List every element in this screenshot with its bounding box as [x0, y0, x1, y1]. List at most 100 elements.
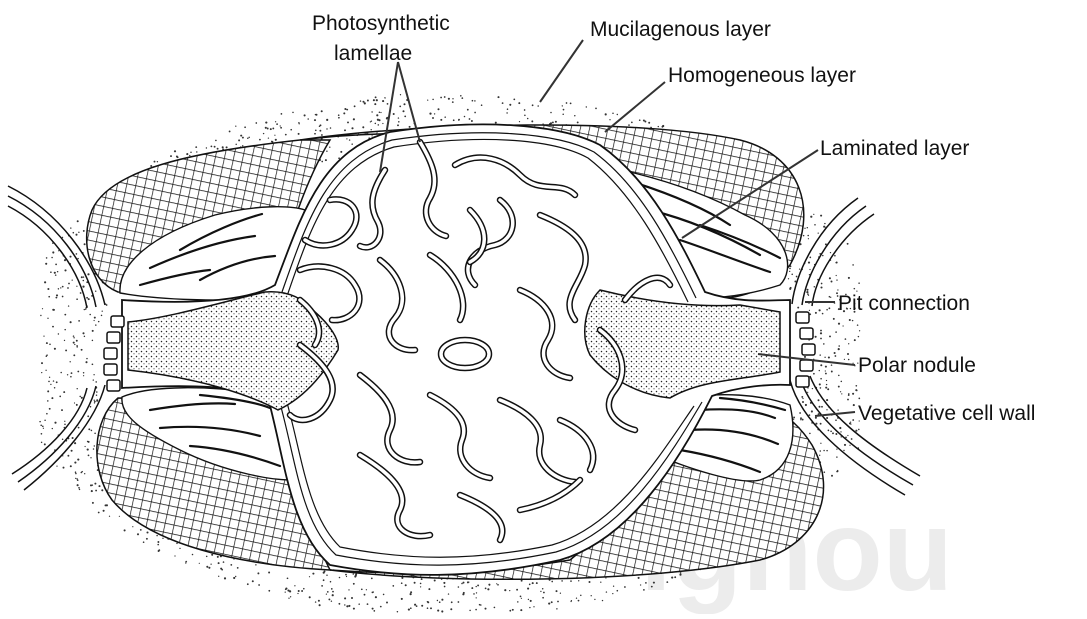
stipple-dot	[373, 99, 375, 101]
stipple-dot	[580, 595, 581, 596]
stipple-dot	[371, 129, 372, 130]
stipple-dot	[50, 271, 52, 273]
stipple-dot	[367, 100, 369, 102]
stipple-dot	[849, 319, 851, 321]
stipple-dot	[371, 111, 372, 112]
stipple-dot	[119, 516, 120, 517]
stipple-dot	[458, 601, 460, 603]
stipple-dot	[362, 126, 364, 128]
stipple-dot	[55, 274, 57, 276]
stipple-dot	[189, 155, 190, 156]
stipple-dot	[247, 138, 249, 140]
stipple-dot	[50, 384, 51, 385]
stipple-dot	[398, 121, 400, 123]
stipple-dot	[858, 282, 860, 284]
stipple-dot	[247, 583, 249, 585]
stipple-dot	[517, 601, 519, 603]
pit-block	[107, 332, 120, 343]
stipple-dot	[809, 269, 810, 270]
stipple-dot	[84, 336, 85, 337]
stipple-dot	[47, 318, 48, 319]
stipple-dot	[403, 103, 405, 105]
stipple-dot	[831, 281, 833, 283]
stipple-dot	[82, 332, 84, 334]
stipple-dot	[319, 604, 321, 606]
stipple-dot	[74, 402, 75, 403]
stipple-dot	[78, 320, 80, 322]
stipple-dot	[255, 564, 256, 565]
stipple-dot	[268, 590, 270, 592]
stipple-dot	[427, 601, 428, 602]
stipple-dot	[248, 137, 249, 138]
stipple-dot	[577, 121, 579, 123]
stipple-dot	[550, 122, 552, 124]
stipple-dot	[529, 584, 531, 586]
stipple-dot	[73, 232, 75, 234]
stipple-dot	[542, 588, 544, 590]
stipple-dot	[338, 603, 340, 605]
stipple-dot	[53, 309, 55, 311]
stipple-dot	[83, 375, 84, 376]
stipple-dot	[223, 561, 225, 563]
stipple-dot	[387, 103, 389, 105]
stipple-dot	[361, 588, 363, 590]
stipple-dot	[321, 110, 323, 112]
stipple-dot	[150, 165, 152, 167]
stipple-dot	[543, 592, 545, 594]
stipple-dot	[612, 112, 614, 114]
stipple-dot	[79, 489, 81, 491]
stipple-dot	[560, 593, 561, 594]
stipple-dot	[474, 112, 476, 114]
stipple-dot	[562, 114, 564, 116]
stipple-dot	[420, 583, 422, 585]
stipple-dot	[460, 95, 462, 97]
stipple-dot	[77, 220, 79, 222]
stipple-dot	[826, 417, 828, 419]
stipple-dot	[414, 604, 416, 606]
stipple-dot	[826, 384, 827, 385]
stipple-dot	[76, 340, 78, 342]
stipple-dot	[60, 372, 62, 374]
stipple-dot	[469, 610, 471, 612]
stipple-dot	[344, 597, 346, 599]
stipple-dot	[59, 396, 61, 398]
stipple-dot	[461, 583, 463, 585]
stipple-dot	[489, 584, 490, 585]
stipple-dot	[409, 126, 411, 128]
stipple-dot	[574, 115, 575, 116]
stipple-dot	[314, 119, 316, 121]
stipple-dot	[434, 579, 436, 581]
stipple-dot	[73, 342, 75, 344]
stipple-dot	[84, 446, 85, 447]
stipple-dot	[600, 582, 601, 583]
stipple-dot	[444, 586, 446, 588]
stipple-dot	[90, 406, 92, 408]
stipple-dot	[823, 226, 825, 228]
stipple-dot	[185, 561, 187, 563]
stipple-dot	[826, 399, 828, 401]
stipple-dot	[174, 150, 176, 152]
stipple-dot	[87, 449, 89, 451]
stipple-dot	[87, 415, 89, 417]
pit-block	[107, 380, 120, 391]
stipple-dot	[520, 596, 522, 598]
stipple-dot	[87, 273, 89, 275]
stipple-dot	[70, 321, 72, 323]
stipple-dot	[640, 584, 641, 585]
stipple-dot	[487, 588, 489, 590]
stipple-dot	[316, 114, 318, 116]
stipple-dot	[195, 146, 197, 148]
stipple-dot	[849, 445, 850, 446]
stipple-dot	[158, 549, 160, 551]
stipple-dot	[157, 541, 159, 543]
stipple-dot	[349, 139, 350, 140]
stipple-dot	[185, 562, 186, 563]
stipple-dot	[830, 252, 831, 253]
stipple-dot	[809, 257, 811, 259]
stipple-dot	[826, 380, 827, 381]
stipple-dot	[103, 510, 105, 512]
stipple-dot	[92, 484, 94, 486]
stipple-dot	[384, 97, 385, 98]
stipple-dot	[845, 338, 847, 340]
